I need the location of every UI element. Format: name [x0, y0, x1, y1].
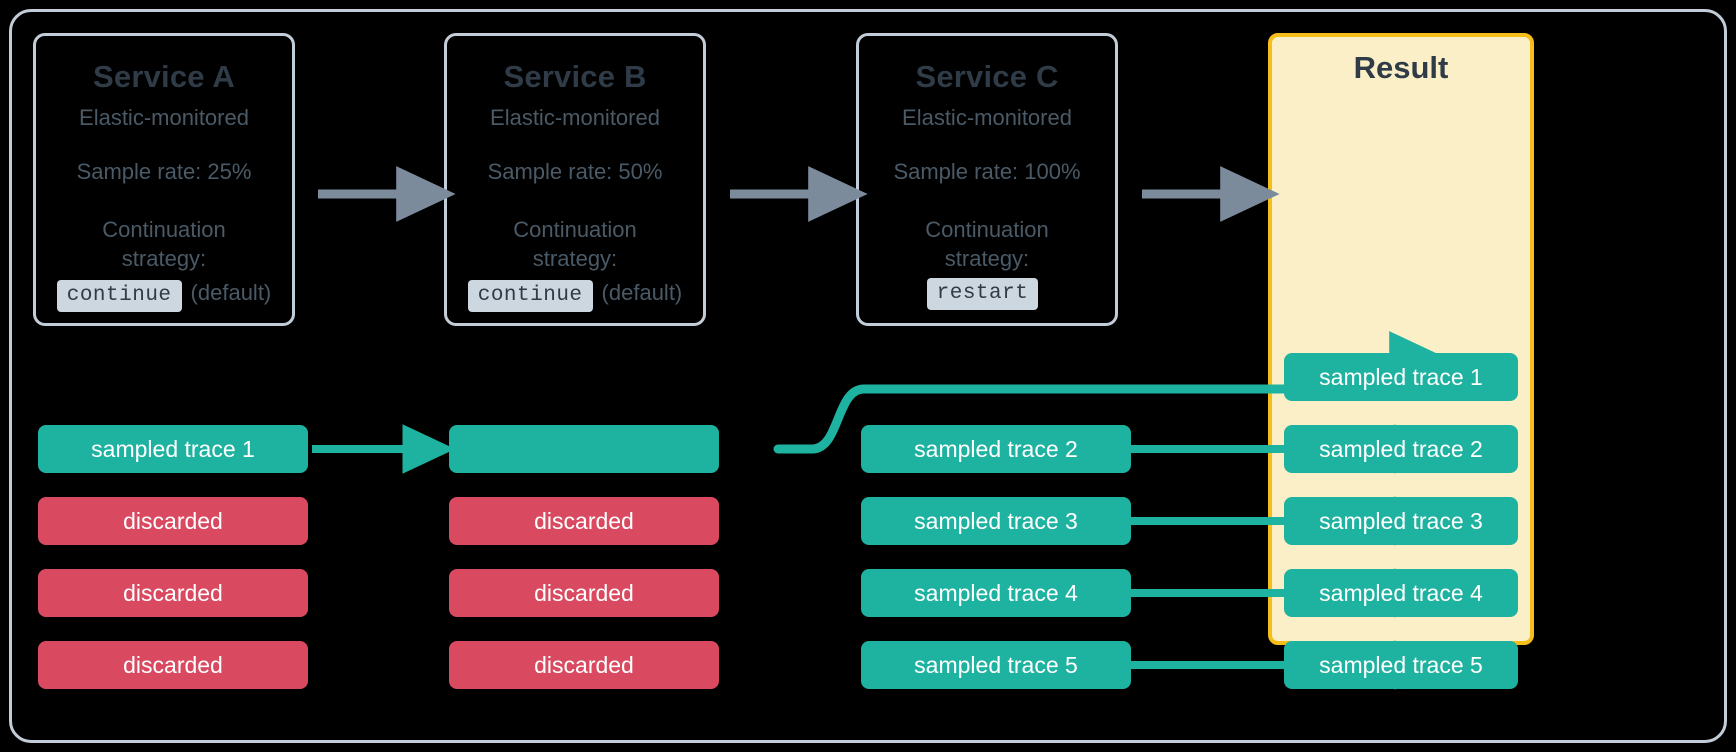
service-card-b: Service B Elastic-monitored Sample rate:…: [444, 33, 706, 326]
trace-pill-a-3: discarded: [38, 569, 308, 617]
diagram-outer-frame: [9, 9, 1727, 743]
service-c-title: Service C: [915, 59, 1059, 94]
trace-pill-b-4: discarded: [449, 641, 719, 689]
service-a-strategy-note: (default): [190, 280, 272, 306]
trace-pill-a-4: discarded: [38, 641, 308, 689]
trace-pill-c-3: sampled trace 4: [861, 569, 1131, 617]
service-c-strategy-chip: restart: [926, 278, 1039, 311]
service-c-subtitle: Elastic-monitored: [902, 105, 1072, 131]
service-b-strategy: Continuation strategy: continue (default…: [467, 215, 683, 313]
result-pill-1: sampled trace 1: [1284, 353, 1518, 401]
service-a-sample-rate: Sample rate: 25%: [76, 158, 252, 184]
trace-pill-b-1: [449, 425, 719, 473]
service-c-sample-rate: Sample rate: 100%: [893, 158, 1081, 184]
service-c-strategy-label-2: strategy:: [944, 246, 1030, 272]
trace-pill-b-3: discarded: [449, 569, 719, 617]
trace-pill-c-2: sampled trace 3: [861, 497, 1131, 545]
service-a-strategy: Continuation strategy: continue (default…: [56, 215, 272, 313]
trace-pill-c-4: sampled trace 5: [861, 641, 1131, 689]
trace-pill-b-2: discarded: [449, 497, 719, 545]
result-pill-5: sampled trace 5: [1284, 641, 1518, 689]
service-a-title: Service A: [93, 59, 235, 94]
trace-pill-a-1: sampled trace 1: [38, 425, 308, 473]
service-card-c: Service C Elastic-monitored Sample rate:…: [856, 33, 1118, 326]
result-pill-3: sampled trace 3: [1284, 497, 1518, 545]
service-a-strategy-label-1: Continuation: [102, 217, 226, 243]
service-b-title: Service B: [503, 59, 647, 94]
trace-pill-a-2: discarded: [38, 497, 308, 545]
trace-pill-c-1: sampled trace 2: [861, 425, 1131, 473]
service-b-sample-rate: Sample rate: 50%: [487, 158, 663, 184]
service-card-a: Service A Elastic-monitored Sample rate:…: [33, 33, 295, 326]
service-a-subtitle: Elastic-monitored: [79, 105, 249, 131]
service-a-strategy-chip: continue: [56, 280, 182, 313]
service-b-strategy-label-1: Continuation: [513, 217, 637, 243]
service-b-strategy-chip: continue: [467, 280, 593, 313]
result-panel: [1268, 33, 1534, 645]
service-c-strategy-label-1: Continuation: [925, 217, 1049, 243]
service-a-strategy-label-2: strategy:: [121, 246, 207, 272]
result-title: Result: [1353, 50, 1449, 85]
service-b-subtitle: Elastic-monitored: [490, 105, 660, 131]
service-c-strategy: Continuation strategy: restart: [925, 215, 1049, 311]
service-b-strategy-label-2: strategy:: [532, 246, 618, 272]
result-pill-2: sampled trace 2: [1284, 425, 1518, 473]
service-b-strategy-note: (default): [601, 280, 683, 306]
result-pill-4: sampled trace 4: [1284, 569, 1518, 617]
